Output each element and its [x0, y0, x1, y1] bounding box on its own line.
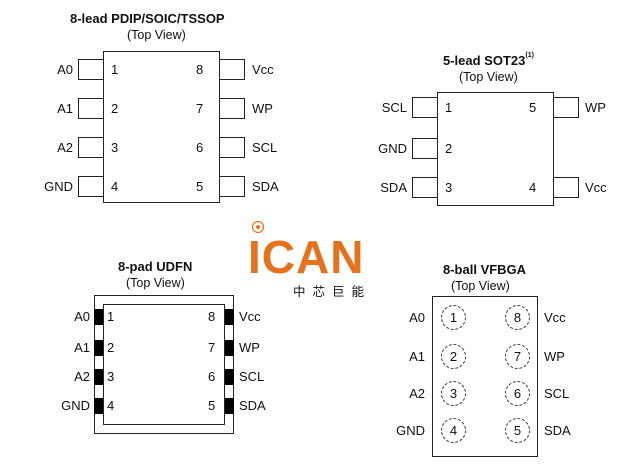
pdip-pin-8: [219, 59, 245, 80]
udfn-pin-number: 7: [208, 340, 216, 355]
sot23-title-note: (1): [525, 52, 534, 59]
udfn-pin-number: 5: [208, 398, 216, 413]
vfbga-ball: 8: [505, 305, 530, 330]
sot23-pin-number: 1: [445, 100, 453, 115]
pdip-pin-4: [78, 176, 104, 197]
udfn-pad-7: [225, 340, 234, 356]
pdip-pin-number: 8: [196, 62, 204, 77]
vfbga-ball: 6: [505, 381, 530, 406]
udfn-pin-label: A2: [74, 369, 90, 384]
udfn-pad-5: [225, 398, 234, 414]
udfn-pin-number: 1: [107, 309, 115, 324]
sot23-pin-label: Vcc: [585, 180, 607, 195]
sot23-pin-3: [412, 177, 438, 198]
pdip-pin-label: A1: [57, 101, 73, 116]
udfn-subtitle: (Top View): [126, 276, 185, 290]
pdip-pin-5: [219, 176, 245, 197]
ican-logo-text: ICAN: [248, 231, 365, 283]
pdip-pin-7: [219, 98, 245, 119]
vfbga-ball: 4: [441, 418, 466, 443]
pdip-pin-number: 5: [196, 179, 204, 194]
sot23-pin-label: SDA: [380, 180, 407, 195]
udfn-pin-number: 8: [208, 309, 216, 324]
vfbga-ball: 3: [441, 381, 466, 406]
udfn-pin-label: A0: [74, 309, 90, 324]
vfbga-title: 8-ball VFBGA: [443, 262, 527, 277]
pdip-pin-label: SCL: [252, 140, 278, 155]
vfbga-ball-label: A0: [409, 310, 425, 325]
vfbga-ball-label: GND: [396, 423, 425, 438]
udfn-pin-label: Vcc: [239, 309, 261, 324]
pdip-pin-label: A0: [57, 62, 73, 77]
sot23-pin-2: [412, 138, 438, 159]
udfn-pad-2: [94, 340, 103, 356]
sot23-title: 5-lead SOT23(1): [443, 52, 534, 68]
udfn-pin-label: A1: [74, 340, 90, 355]
udfn-pin-number: 3: [107, 369, 115, 384]
sot23-body: [437, 92, 554, 206]
registered-mark-icon: [251, 220, 265, 234]
udfn-pin-label: WP: [239, 340, 260, 355]
udfn-pin-number: 6: [208, 369, 216, 384]
pdip-pin-3: [78, 137, 104, 158]
vfbga-ball: 1: [441, 305, 466, 330]
udfn-pad-6: [225, 369, 234, 385]
udfn-pad-1: [94, 309, 103, 325]
udfn-pad-4: [94, 398, 103, 414]
udfn-pad-8: [225, 309, 234, 325]
sot23-pin-label: WP: [585, 100, 606, 115]
pdip-pin-label: WP: [252, 101, 273, 116]
udfn-pin-label: SCL: [239, 369, 265, 384]
sot23-pin-5: [553, 97, 579, 118]
vfbga-ball-label: A1: [409, 349, 425, 364]
pdip-pin-number: 2: [111, 101, 119, 116]
pdip-pin-number: 1: [111, 62, 119, 77]
pdip-pin-label: Vcc: [252, 62, 274, 77]
vfbga-ball-label: SDA: [544, 423, 571, 438]
pdip-pin-number: 6: [196, 140, 204, 155]
pdip-title: 8-lead PDIP/SOIC/TSSOP: [70, 11, 225, 26]
sot23-pin-number: 2: [445, 141, 453, 156]
sot23-pin-label: SCL: [381, 100, 407, 115]
vfbga-subtitle: (Top View): [451, 279, 510, 293]
sot23-pin-number: 5: [529, 100, 537, 115]
vfbga-ball-label: SCL: [544, 386, 570, 401]
sot23-pin-4: [553, 177, 579, 198]
pdip-pin-label: GND: [44, 179, 73, 194]
pdip-subtitle: (Top View): [127, 28, 186, 42]
udfn-inner-body: [103, 304, 225, 425]
pdip-pin-number: 3: [111, 140, 119, 155]
pdip-pin-1: [78, 59, 104, 80]
vfbga-ball: 7: [505, 344, 530, 369]
pdip-pin-number: 7: [196, 101, 204, 116]
vfbga-ball: 5: [505, 418, 530, 443]
udfn-pin-label: GND: [61, 398, 90, 413]
pdip-pin-6: [219, 137, 245, 158]
sot23-pin-1: [412, 97, 438, 118]
sot23-title-text: 5-lead SOT23: [443, 53, 526, 68]
pdip-pin-label: SDA: [252, 179, 279, 194]
udfn-pin-number: 4: [107, 398, 115, 413]
vfbga-ball-label: Vcc: [544, 310, 566, 325]
sot23-subtitle: (Top View): [459, 70, 518, 84]
vfbga-ball-label: A2: [409, 386, 425, 401]
pdip-body: [103, 51, 220, 203]
ican-tagline: 中芯巨能: [293, 285, 372, 299]
sot23-pin-number: 3: [445, 180, 453, 195]
pdip-pin-2: [78, 98, 104, 119]
udfn-pin-label: SDA: [239, 398, 266, 413]
sot23-pin-number: 4: [529, 180, 537, 195]
vfbga-ball-label: WP: [544, 349, 565, 364]
sot23-pin-label: GND: [378, 141, 407, 156]
udfn-pin-number: 2: [107, 340, 115, 355]
udfn-pad-3: [94, 369, 103, 385]
pdip-pin-number: 4: [111, 179, 119, 194]
udfn-title: 8-pad UDFN: [118, 259, 193, 274]
vfbga-ball: 2: [441, 344, 466, 369]
pdip-pin-label: A2: [57, 140, 73, 155]
